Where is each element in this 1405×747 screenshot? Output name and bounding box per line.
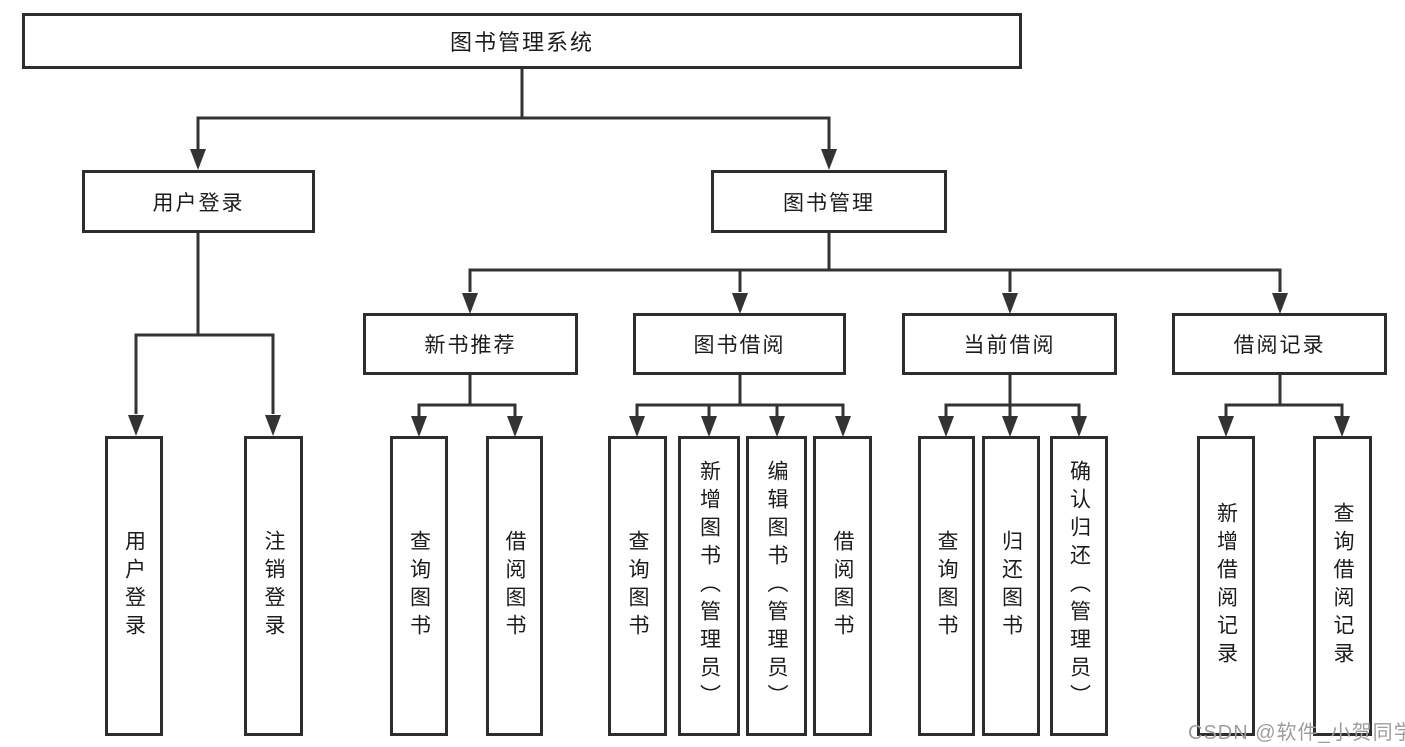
node-user-login: 用户登录: [82, 170, 315, 233]
csdn-watermark: CSDN @软件_小贺同学: [1188, 722, 1405, 744]
arrowhead-group: [128, 149, 1350, 437]
leaf-label: 用户登录: [122, 530, 146, 642]
node-book-management: 图书管理: [711, 170, 947, 233]
leaf-label: 注销登录: [262, 530, 285, 642]
leaf-label: 借阅图书: [503, 530, 526, 642]
arrowhead-icon: [1002, 416, 1018, 437]
leaf-query-books-recommend: 查询图书: [390, 436, 448, 736]
leaf-borrow-books-recommend: 借阅图书: [486, 436, 543, 736]
node-borrow-records: 借阅记录: [1172, 313, 1387, 375]
arrowhead-icon: [1071, 416, 1087, 437]
leaf-label: 新增借阅记录: [1214, 502, 1238, 670]
leaf-label: 查询借阅记录: [1331, 502, 1354, 670]
node-label: 图书借阅: [693, 334, 786, 357]
node-new-book-recommend: 新书推荐: [363, 313, 578, 375]
node-label: 图书管理系统: [449, 30, 594, 55]
arrowhead-icon: [701, 416, 717, 437]
leaf-add-borrow-record: 新增借阅记录: [1197, 436, 1255, 736]
arrowhead-icon: [128, 415, 144, 436]
leaf-label: 查询图书: [407, 530, 431, 642]
leaf-query-books-current: 查询图书: [918, 436, 975, 736]
arrowhead-icon: [732, 293, 748, 314]
leaf-query-books-borrow: 查询图书: [608, 436, 667, 736]
arrowhead-icon: [835, 416, 851, 437]
arrowhead-icon: [629, 416, 645, 437]
node-label: 新书推荐: [424, 334, 517, 357]
leaf-add-books-admin: 新增图书（管理员）: [678, 436, 740, 736]
node-current-borrow: 当前借阅: [902, 313, 1117, 375]
leaf-return-books: 归还图书: [982, 436, 1040, 736]
leaf-borrow-books: 借阅图书: [813, 436, 872, 736]
arrowhead-icon: [769, 416, 785, 437]
arrowhead-icon: [1272, 293, 1288, 314]
connector-line-group: [134, 69, 1344, 416]
arrowhead-icon: [411, 416, 427, 437]
arrowhead-icon: [821, 149, 837, 170]
leaf-logout: 注销登录: [244, 436, 303, 736]
arrowhead-icon: [1334, 416, 1350, 437]
leaf-confirm-return-admin: 确认归还（管理员）: [1050, 436, 1108, 736]
arrowhead-icon: [1002, 293, 1018, 314]
connector-line: [134, 69, 1344, 416]
leaf-label: 新增图书（管理员）: [697, 460, 721, 712]
leaf-label: 确认归还（管理员）: [1067, 460, 1091, 712]
arrowhead-icon: [938, 416, 954, 437]
arrowhead-icon: [462, 293, 478, 314]
arrowhead-icon: [507, 416, 523, 437]
arrowhead-icon: [265, 415, 281, 436]
leaf-query-borrow-record: 查询借阅记录: [1313, 436, 1372, 736]
leaf-label: 查询图书: [935, 530, 958, 642]
leaf-label: 查询图书: [626, 530, 649, 642]
arrowhead-icon: [190, 149, 206, 170]
leaf-user-login: 用户登录: [105, 436, 163, 736]
leaf-label: 借阅图书: [831, 530, 854, 642]
arrowhead-icon: [1218, 416, 1234, 437]
node-label: 图书管理: [783, 191, 875, 215]
node-book-borrow: 图书借阅: [633, 313, 846, 375]
leaf-edit-books-admin: 编辑图书（管理员）: [746, 436, 807, 736]
node-library-management-system: 图书管理系统: [22, 13, 1022, 69]
leaf-label: 归还图书: [999, 530, 1023, 642]
node-label: 借阅记录: [1233, 334, 1326, 357]
node-label: 用户登录: [152, 191, 245, 215]
node-label: 当前借阅: [963, 334, 1056, 357]
leaf-label: 编辑图书（管理员）: [765, 460, 788, 712]
